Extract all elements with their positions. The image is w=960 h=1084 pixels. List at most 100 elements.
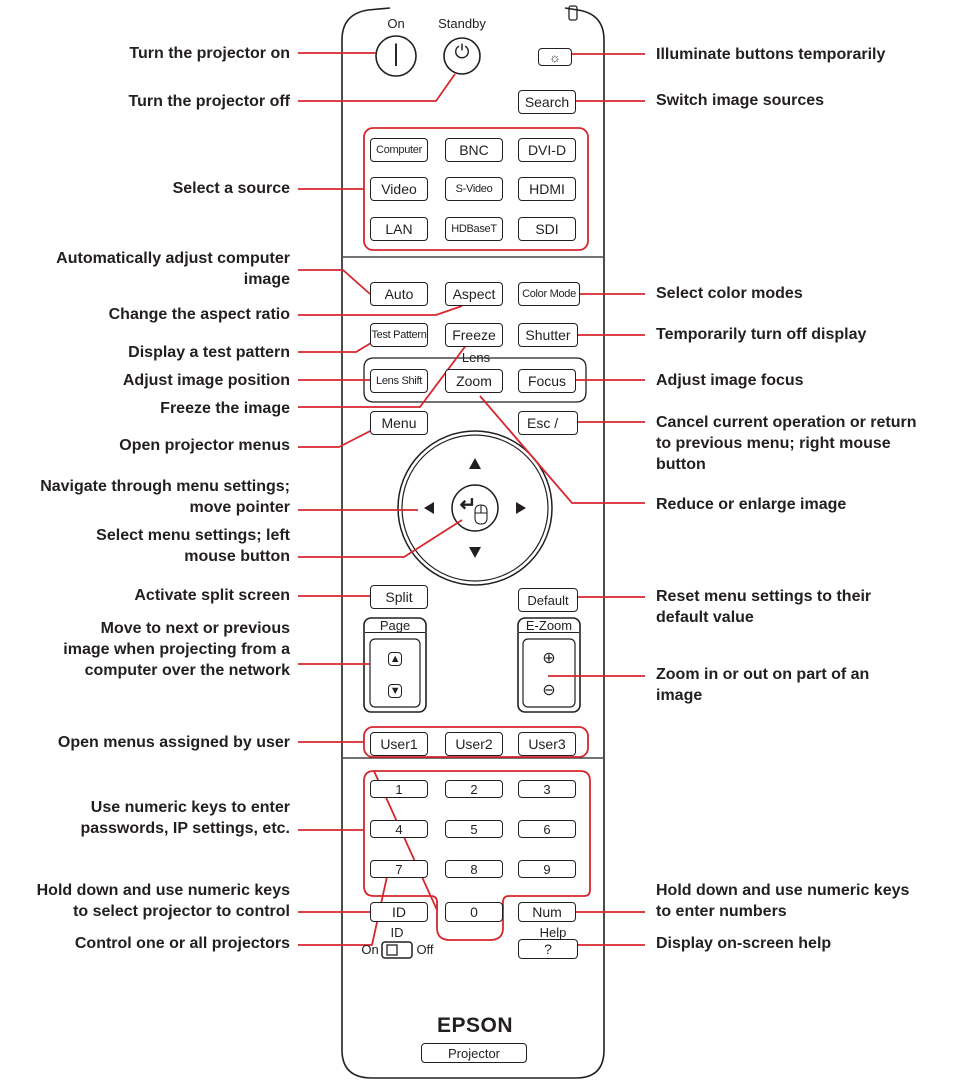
digit-button-4[interactable]: 4	[370, 820, 428, 838]
source-button-bnc[interactable]: BNC	[445, 138, 503, 162]
num-button[interactable]: Num	[518, 902, 576, 922]
label-id: Hold down and use numeric keys to select…	[36, 882, 290, 920]
label-power-off: Turn the projector off	[128, 93, 290, 110]
page-up-button[interactable]: ▲	[388, 652, 402, 666]
page-title-divider	[365, 632, 425, 633]
source-button-video[interactable]: Video	[370, 177, 428, 201]
search-button[interactable]: Search	[518, 90, 576, 114]
callout-line	[298, 269, 371, 295]
id-button[interactable]: ID	[370, 902, 428, 922]
brand-logo: EPSON	[436, 1014, 514, 1037]
zero-button[interactable]: 0	[445, 902, 503, 922]
label-help: Display on-screen help	[656, 935, 832, 952]
callout-line	[298, 339, 377, 353]
label-id-switch: Control one or all projectors	[74, 935, 290, 952]
label-auto-adjust: Automatically adjust computer image	[56, 250, 290, 288]
ezoom-out-icon: ⊖	[542, 682, 556, 699]
user-button-3[interactable]: User3	[518, 732, 576, 756]
label-numeric: Use numeric keys to enter passwords, IP …	[80, 799, 290, 837]
digit-button-7[interactable]: 7	[370, 860, 428, 878]
standby-glyph: ⏻	[454, 42, 470, 63]
source-button-sdi[interactable]: SDI	[518, 217, 576, 241]
label-zoom: Reduce or enlarge image	[656, 496, 847, 513]
digit-button-5[interactable]: 5	[445, 820, 503, 838]
mouse-left-icon	[474, 504, 488, 525]
nav-ring-inner	[401, 434, 549, 582]
callout-line	[298, 519, 463, 558]
label-enter: Select menu settings; left mouse button	[96, 527, 290, 565]
default-button[interactable]: Default	[518, 588, 578, 612]
id-switch-off: Off	[416, 942, 434, 957]
source-button-computer[interactable]: Computer	[370, 138, 428, 162]
digit-button-6[interactable]: 6	[518, 820, 576, 838]
page-inner-box	[369, 638, 421, 708]
split-button[interactable]: Split	[370, 585, 428, 609]
page-down-button[interactable]: ▼	[388, 684, 402, 698]
digit-button-9[interactable]: 9	[518, 860, 576, 878]
freeze-button[interactable]: Freeze	[445, 323, 503, 347]
lens-group-label: Lens	[461, 350, 491, 365]
model-label[interactable]: Projector	[421, 1043, 527, 1063]
callout-line	[298, 73, 456, 102]
ezoom-inner-box	[522, 638, 576, 708]
numeric-zero-box	[436, 905, 504, 941]
label-source-select: Select a source	[172, 180, 290, 197]
remote-top-edge	[367, 7, 391, 11]
shutter-button[interactable]: Shutter	[518, 323, 578, 347]
label-page: Move to next or previous image when proj…	[63, 620, 290, 679]
digit-button-2[interactable]: 2	[445, 780, 503, 798]
page-title: Page	[379, 618, 411, 633]
lens-group-box	[363, 357, 587, 403]
nav-up-icon	[469, 458, 481, 469]
label-focus: Adjust image focus	[656, 372, 804, 389]
color-mode-button[interactable]: Color Mode	[518, 282, 580, 306]
nav-left-icon	[424, 502, 434, 514]
source-button-hdmi[interactable]: HDMI	[518, 177, 576, 201]
source-button-hdbaset[interactable]: HDBaseT	[445, 217, 503, 241]
focus-button[interactable]: Focus	[518, 369, 576, 393]
esc-button[interactable]: Esc /	[518, 411, 578, 435]
id-switch-frame	[381, 941, 413, 959]
label-search: Switch image sources	[656, 92, 825, 109]
help-title: Help	[539, 925, 567, 940]
aspect-button[interactable]: Aspect	[445, 282, 503, 306]
callout-line	[298, 305, 463, 316]
label-esc: Cancel current operation or return to pr…	[656, 414, 917, 473]
label-navigate: Navigate through menu settings; move poi…	[40, 478, 290, 516]
user-button-2[interactable]: User2	[445, 732, 503, 756]
test-pattern-button[interactable]: Test Pattern	[370, 323, 428, 347]
nav-right-icon	[516, 502, 526, 514]
id-switch-title: ID	[390, 925, 404, 940]
menu-button[interactable]: Menu	[370, 411, 428, 435]
standby-label: Standby	[438, 16, 486, 31]
on-label: On	[387, 16, 405, 31]
ezoom-title: E-Zoom	[525, 618, 573, 633]
lens-shift-button[interactable]: Lens Shift	[370, 369, 428, 393]
label-default: Reset menu settings to their default val…	[656, 588, 872, 626]
light-button[interactable]: ☼	[538, 48, 572, 66]
callout-line	[298, 427, 377, 448]
numeric-group-box	[363, 770, 591, 911]
enter-glyph: ↵	[459, 494, 477, 516]
callout-line	[298, 871, 389, 946]
digit-button-3[interactable]: 3	[518, 780, 576, 798]
nav-down-icon	[469, 547, 481, 558]
source-button-s-video[interactable]: S-Video	[445, 177, 503, 201]
auto-button[interactable]: Auto	[370, 282, 428, 306]
digit-button-8[interactable]: 8	[445, 860, 503, 878]
help-button[interactable]: ?	[518, 939, 578, 959]
label-shutter: Temporarily turn off display	[656, 326, 867, 343]
label-test-pattern: Display a test pattern	[128, 344, 290, 361]
source-button-lan[interactable]: LAN	[370, 217, 428, 241]
zoom-button[interactable]: Zoom	[445, 369, 503, 393]
ezoom-group-box	[517, 617, 581, 713]
source-button-dvi-d[interactable]: DVI-D	[518, 138, 576, 162]
callout-line	[298, 339, 471, 408]
label-aspect: Change the aspect ratio	[108, 306, 290, 323]
user-button-1[interactable]: User1	[370, 732, 428, 756]
label-split: Activate split screen	[134, 587, 290, 604]
label-num: Hold down and use numeric keys to enter …	[656, 882, 910, 920]
page-group-box	[363, 617, 427, 713]
digit-button-1[interactable]: 1	[370, 780, 428, 798]
